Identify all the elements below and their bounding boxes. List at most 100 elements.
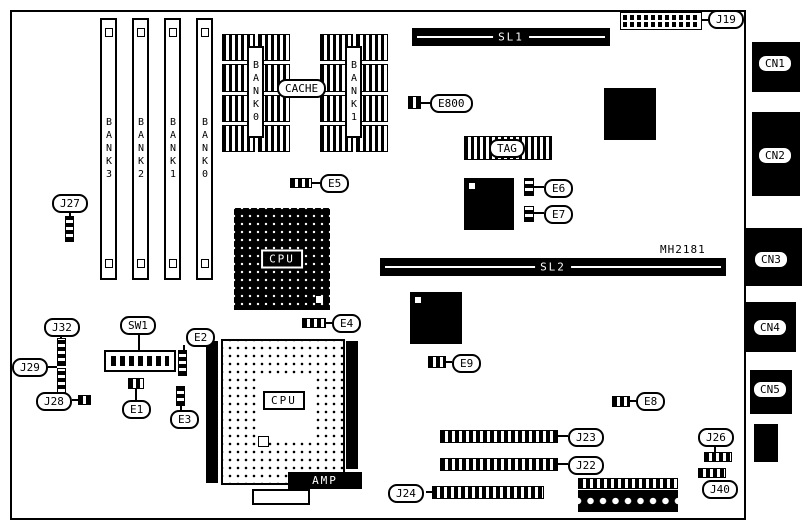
simm-socket-bank0: BANK0 (196, 18, 213, 280)
lead-line (421, 102, 430, 104)
lead-line (630, 400, 636, 402)
lead-line (326, 322, 332, 324)
qfp-chip (410, 292, 462, 344)
lead-line (72, 399, 78, 401)
j40-callout: J40 (702, 480, 738, 499)
sw1-dip-switch (104, 350, 176, 372)
rear-small-connector (754, 424, 778, 462)
simm-clip-icon (200, 259, 209, 268)
simm-bank2-label: BANK2 (135, 116, 147, 182)
board-model-text: MH2181 (660, 243, 706, 256)
e5-callout: E5 (320, 174, 350, 193)
j24-header (432, 486, 544, 499)
j23-header (440, 430, 558, 443)
simm-bank0-label: BANK0 (199, 116, 211, 182)
cache-label: CACHE (277, 79, 327, 98)
socket-lever-bar (206, 341, 218, 483)
j27-header (65, 216, 74, 242)
socket-side-bar (346, 341, 358, 469)
lead-line (180, 406, 182, 410)
slot-sl1: SL1 (412, 28, 610, 46)
qfp-chip (464, 178, 514, 230)
e2-callout: E2 (186, 328, 216, 347)
qfp-chip (604, 88, 656, 140)
e800-jumper (408, 96, 421, 109)
j22-header (440, 458, 558, 471)
lead-line (714, 445, 716, 452)
socket-center-area (256, 378, 314, 442)
lead-line (48, 366, 57, 368)
j27-callout: J27 (52, 194, 88, 213)
socket-key-marker (258, 436, 269, 447)
simm-socket-bank2: BANK2 (132, 18, 149, 280)
tag-label: TAG (489, 139, 525, 158)
lead-line (426, 491, 432, 493)
simm-socket-bank3: BANK3 (100, 18, 117, 280)
sl1-label: SL1 (493, 30, 529, 44)
j23-callout: J23 (568, 428, 604, 447)
cn2-label: CN2 (757, 146, 793, 165)
cn5-label: CN5 (752, 380, 788, 399)
j19-callout: J19 (708, 10, 744, 29)
cn3-label: CN3 (753, 250, 789, 269)
e4-callout: E4 (332, 314, 362, 333)
lead-line (446, 361, 452, 363)
power-connector (578, 490, 678, 512)
j19-header (620, 12, 702, 30)
j28-header (78, 395, 91, 405)
cache-bank0-label-box: BANK0 (247, 46, 264, 138)
simm-clip-icon (104, 28, 113, 37)
simm-clip-icon (168, 28, 177, 37)
socket-bottom-connector (252, 489, 310, 505)
e2-jumper (178, 350, 187, 376)
e7-callout: E7 (544, 205, 574, 224)
lead-line (534, 186, 544, 188)
pin1-marker (469, 183, 475, 189)
cn1-label: CN1 (757, 54, 793, 73)
j29-callout: J29 (12, 358, 48, 377)
e6-callout: E6 (544, 179, 574, 198)
lead-line (312, 182, 320, 184)
lead-line (69, 211, 71, 216)
lead-line (138, 333, 140, 350)
cache-bank1-label: BANK1 (348, 59, 360, 125)
slot-sl2: SL2 (380, 258, 726, 276)
lead-line (558, 435, 568, 437)
pin1-marker (415, 297, 421, 303)
cache-bank0-label: BANK0 (250, 59, 262, 125)
lead-line (534, 212, 544, 214)
simm-clip-icon (136, 259, 145, 268)
cpu-chip-label: CPU (261, 249, 303, 269)
simm-socket-bank1: BANK1 (164, 18, 181, 280)
lead-line (183, 345, 185, 350)
e8-callout: E8 (636, 392, 666, 411)
simm-bank3-label: BANK3 (103, 116, 115, 182)
cpu-socket-label: CPU (263, 391, 305, 410)
e4-jumper (302, 318, 326, 328)
j26-header (704, 452, 732, 462)
e3-jumper (176, 386, 185, 406)
e6-jumper (524, 178, 534, 196)
j28-callout: J28 (36, 392, 72, 411)
j22-callout: J22 (568, 456, 604, 475)
cpu-chip: CPU (234, 208, 330, 310)
j19-pin-grid (623, 15, 699, 27)
socket-brand-bar: AMP (288, 472, 362, 489)
pin1-marker (316, 296, 323, 303)
sw1-switch-row (111, 356, 169, 366)
cn4-label: CN4 (752, 318, 788, 337)
simm-clip-icon (200, 28, 209, 37)
e5-jumper (290, 178, 312, 188)
j32-callout: J32 (44, 318, 80, 337)
e8-jumper (612, 396, 630, 407)
e7-jumper (524, 206, 534, 222)
cpu-socket: CPU AMP (206, 338, 362, 490)
lead-line (558, 463, 568, 465)
simm-bank1-label: BANK1 (167, 116, 179, 182)
e800-callout: E800 (430, 94, 473, 113)
e9-jumper (428, 356, 446, 368)
e1-jumper (128, 378, 144, 389)
e3-callout: E3 (170, 410, 200, 429)
e9-callout: E9 (452, 354, 482, 373)
